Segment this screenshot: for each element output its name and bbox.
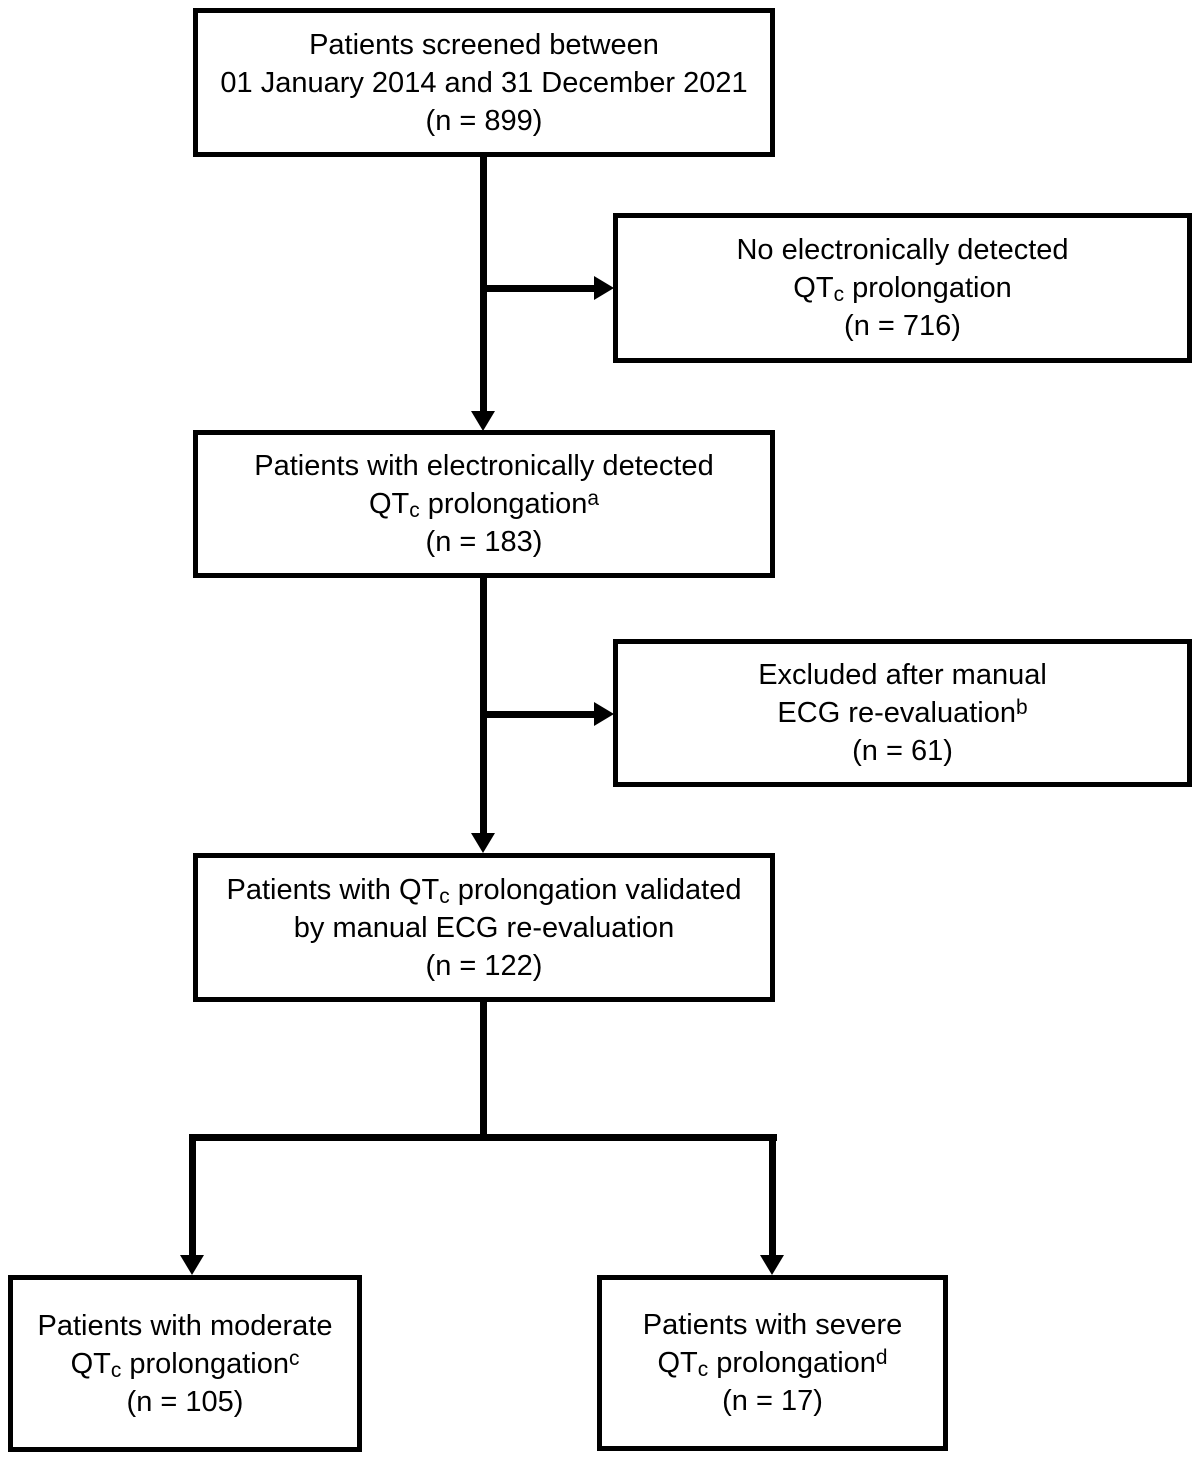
box-count-line: (n = 17) (722, 1385, 823, 1417)
arrowhead-right (594, 276, 614, 300)
connector-validated-to-split (480, 1002, 487, 1141)
box-text-line: by manual ECG re-evaluation (293, 911, 675, 944)
box-count-line: (n = 122) (425, 949, 543, 982)
box-text-line: ECG re-evaluationb (777, 696, 1028, 729)
box-text-line: Patients with QTc prolongation validated (226, 873, 742, 908)
arrowhead-right (594, 702, 614, 726)
box-count-line: (n = 716) (844, 310, 961, 342)
box-text-line: QTc prolongationa (368, 487, 600, 522)
box-text-line: QTc prolongation (793, 272, 1012, 306)
box-count-line: (n = 105) (126, 1385, 244, 1418)
arrowhead-down (180, 1255, 204, 1275)
box-text-line: Patients screened between (309, 28, 659, 61)
box-text-line: Excluded after manual (758, 659, 1047, 691)
connector-branch-excluded (483, 711, 595, 718)
box-validated-qtc-prolongation: Patients with QTc prolongation validated… (193, 853, 775, 1002)
connector-split-to-moderate (189, 1134, 196, 1256)
box-moderate-qtc-prolongation: Patients with moderate QTc prolongationc… (8, 1275, 362, 1452)
box-text-line: Patients with electronically detected (254, 450, 714, 482)
connector-detected-to-validated (480, 578, 487, 834)
box-electronic-qtc-prolongation: Patients with electronically detected QT… (193, 430, 775, 578)
box-count-line: (n = 899) (425, 104, 543, 137)
box-text-line: Patients with moderate (37, 1309, 333, 1342)
connector-split-bar (189, 1134, 777, 1141)
box-count-line: (n = 183) (425, 526, 543, 558)
connector-branch-no-detected (483, 285, 595, 292)
box-patients-screened: Patients screened between 01 January 201… (193, 8, 775, 157)
box-excluded-manual-ecg: Excluded after manual ECG re-evaluationb… (613, 639, 1192, 787)
box-text-line: QTc prolongationd (657, 1346, 888, 1381)
box-text-line: 01 January 2014 and 31 December 2021 (220, 66, 748, 99)
box-no-electronic-qtc-prolongation: No electronically detected QTc prolongat… (613, 213, 1192, 363)
connector-screened-to-detected (480, 157, 487, 412)
box-text-line: No electronically detected (736, 234, 1069, 266)
box-text-line: Patients with severe (642, 1309, 903, 1341)
connector-split-to-severe (769, 1134, 776, 1256)
box-severe-qtc-prolongation: Patients with severe QTc prolongationd (… (597, 1275, 948, 1451)
box-count-line: (n = 61) (852, 735, 953, 767)
arrowhead-down (471, 833, 495, 853)
arrowhead-down (760, 1255, 784, 1275)
arrowhead-down (471, 411, 495, 431)
box-text-line: QTc prolongationc (70, 1346, 300, 1382)
